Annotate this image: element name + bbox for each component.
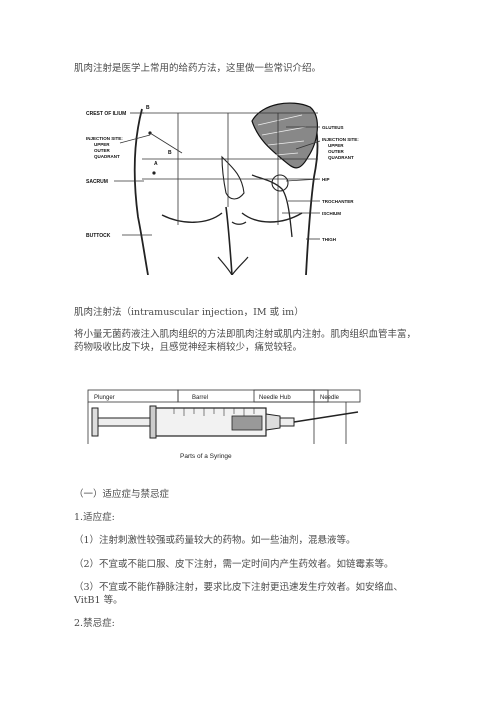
label-plunger: Plunger	[94, 395, 115, 401]
label-point-b-top: B	[146, 105, 150, 111]
label-injection-right-2: UPPER	[328, 143, 344, 148]
label-needle: Needle	[320, 395, 340, 401]
label-hip: HIP	[322, 177, 330, 182]
label-gluteus: GLUTEUS	[322, 125, 344, 130]
label-needle-hub: Needle Hub	[259, 395, 291, 401]
label-injection-right-1: INJECTION SITE:	[322, 137, 359, 142]
label-trochanter: TROCHANTER	[322, 199, 354, 204]
list-item: （3）不宜或不能作静脉注射，要求比皮下注射更迅速发生疗效者。如安络血、VitB1…	[74, 582, 404, 606]
label-ischium: ISCHIUM	[322, 211, 341, 216]
label-sacrum: SACRUM	[86, 179, 108, 185]
intro-text: 肌肉注射是医学上常用的给药方法，这里做一些常识介绍。	[74, 63, 322, 74]
label-injection-right-4: QUADRANT	[328, 155, 354, 160]
label-point-b: B	[168, 150, 172, 156]
label-crest: CREST OF ILIUM	[86, 111, 126, 117]
label-injection-right-3: OUTER	[328, 149, 345, 154]
label-injection-left-4: QUADRANT	[94, 154, 120, 159]
section-title: 肌肉注射法（intramuscular injection，IM 或 im）	[74, 307, 304, 318]
label-point-a: A	[154, 161, 158, 167]
syringe-caption: Parts of a Syringe	[180, 453, 232, 460]
subsection-title: （一）适应症与禁忌症	[74, 489, 170, 500]
label-injection-left-1: INJECTION SITE:	[86, 136, 123, 141]
label-thigh: THIGH	[322, 237, 336, 242]
label-injection-left-2: UPPER	[94, 142, 110, 147]
injection-site-diagram: CREST OF ILIUM INJECTION SITE: UPPER OUT…	[82, 97, 372, 276]
label-barrel: Barrel	[192, 395, 208, 401]
syringe-diagram: Plunger Barrel Needle Hub Needle Parts o…	[84, 384, 364, 472]
list-item: （1）注射刺激性较强或药量较大的药物。如一些油剂，混悬液等。	[74, 535, 356, 546]
indications-title: 1.适应症:	[74, 512, 115, 523]
list-item: （2）不宜或不能口服、皮下注射，需一定时间内产生药效者。如链霉素等。	[74, 559, 394, 570]
contra-title: 2.禁忌症:	[74, 618, 115, 629]
label-buttock: BUTTOCK	[86, 233, 111, 239]
label-injection-left-3: OUTER	[94, 148, 111, 153]
section-body: 将小量无菌药液注入肌肉组织的方法即肌肉注射或肌内注射。肌肉组织血管丰富，药物吸收…	[74, 329, 417, 353]
